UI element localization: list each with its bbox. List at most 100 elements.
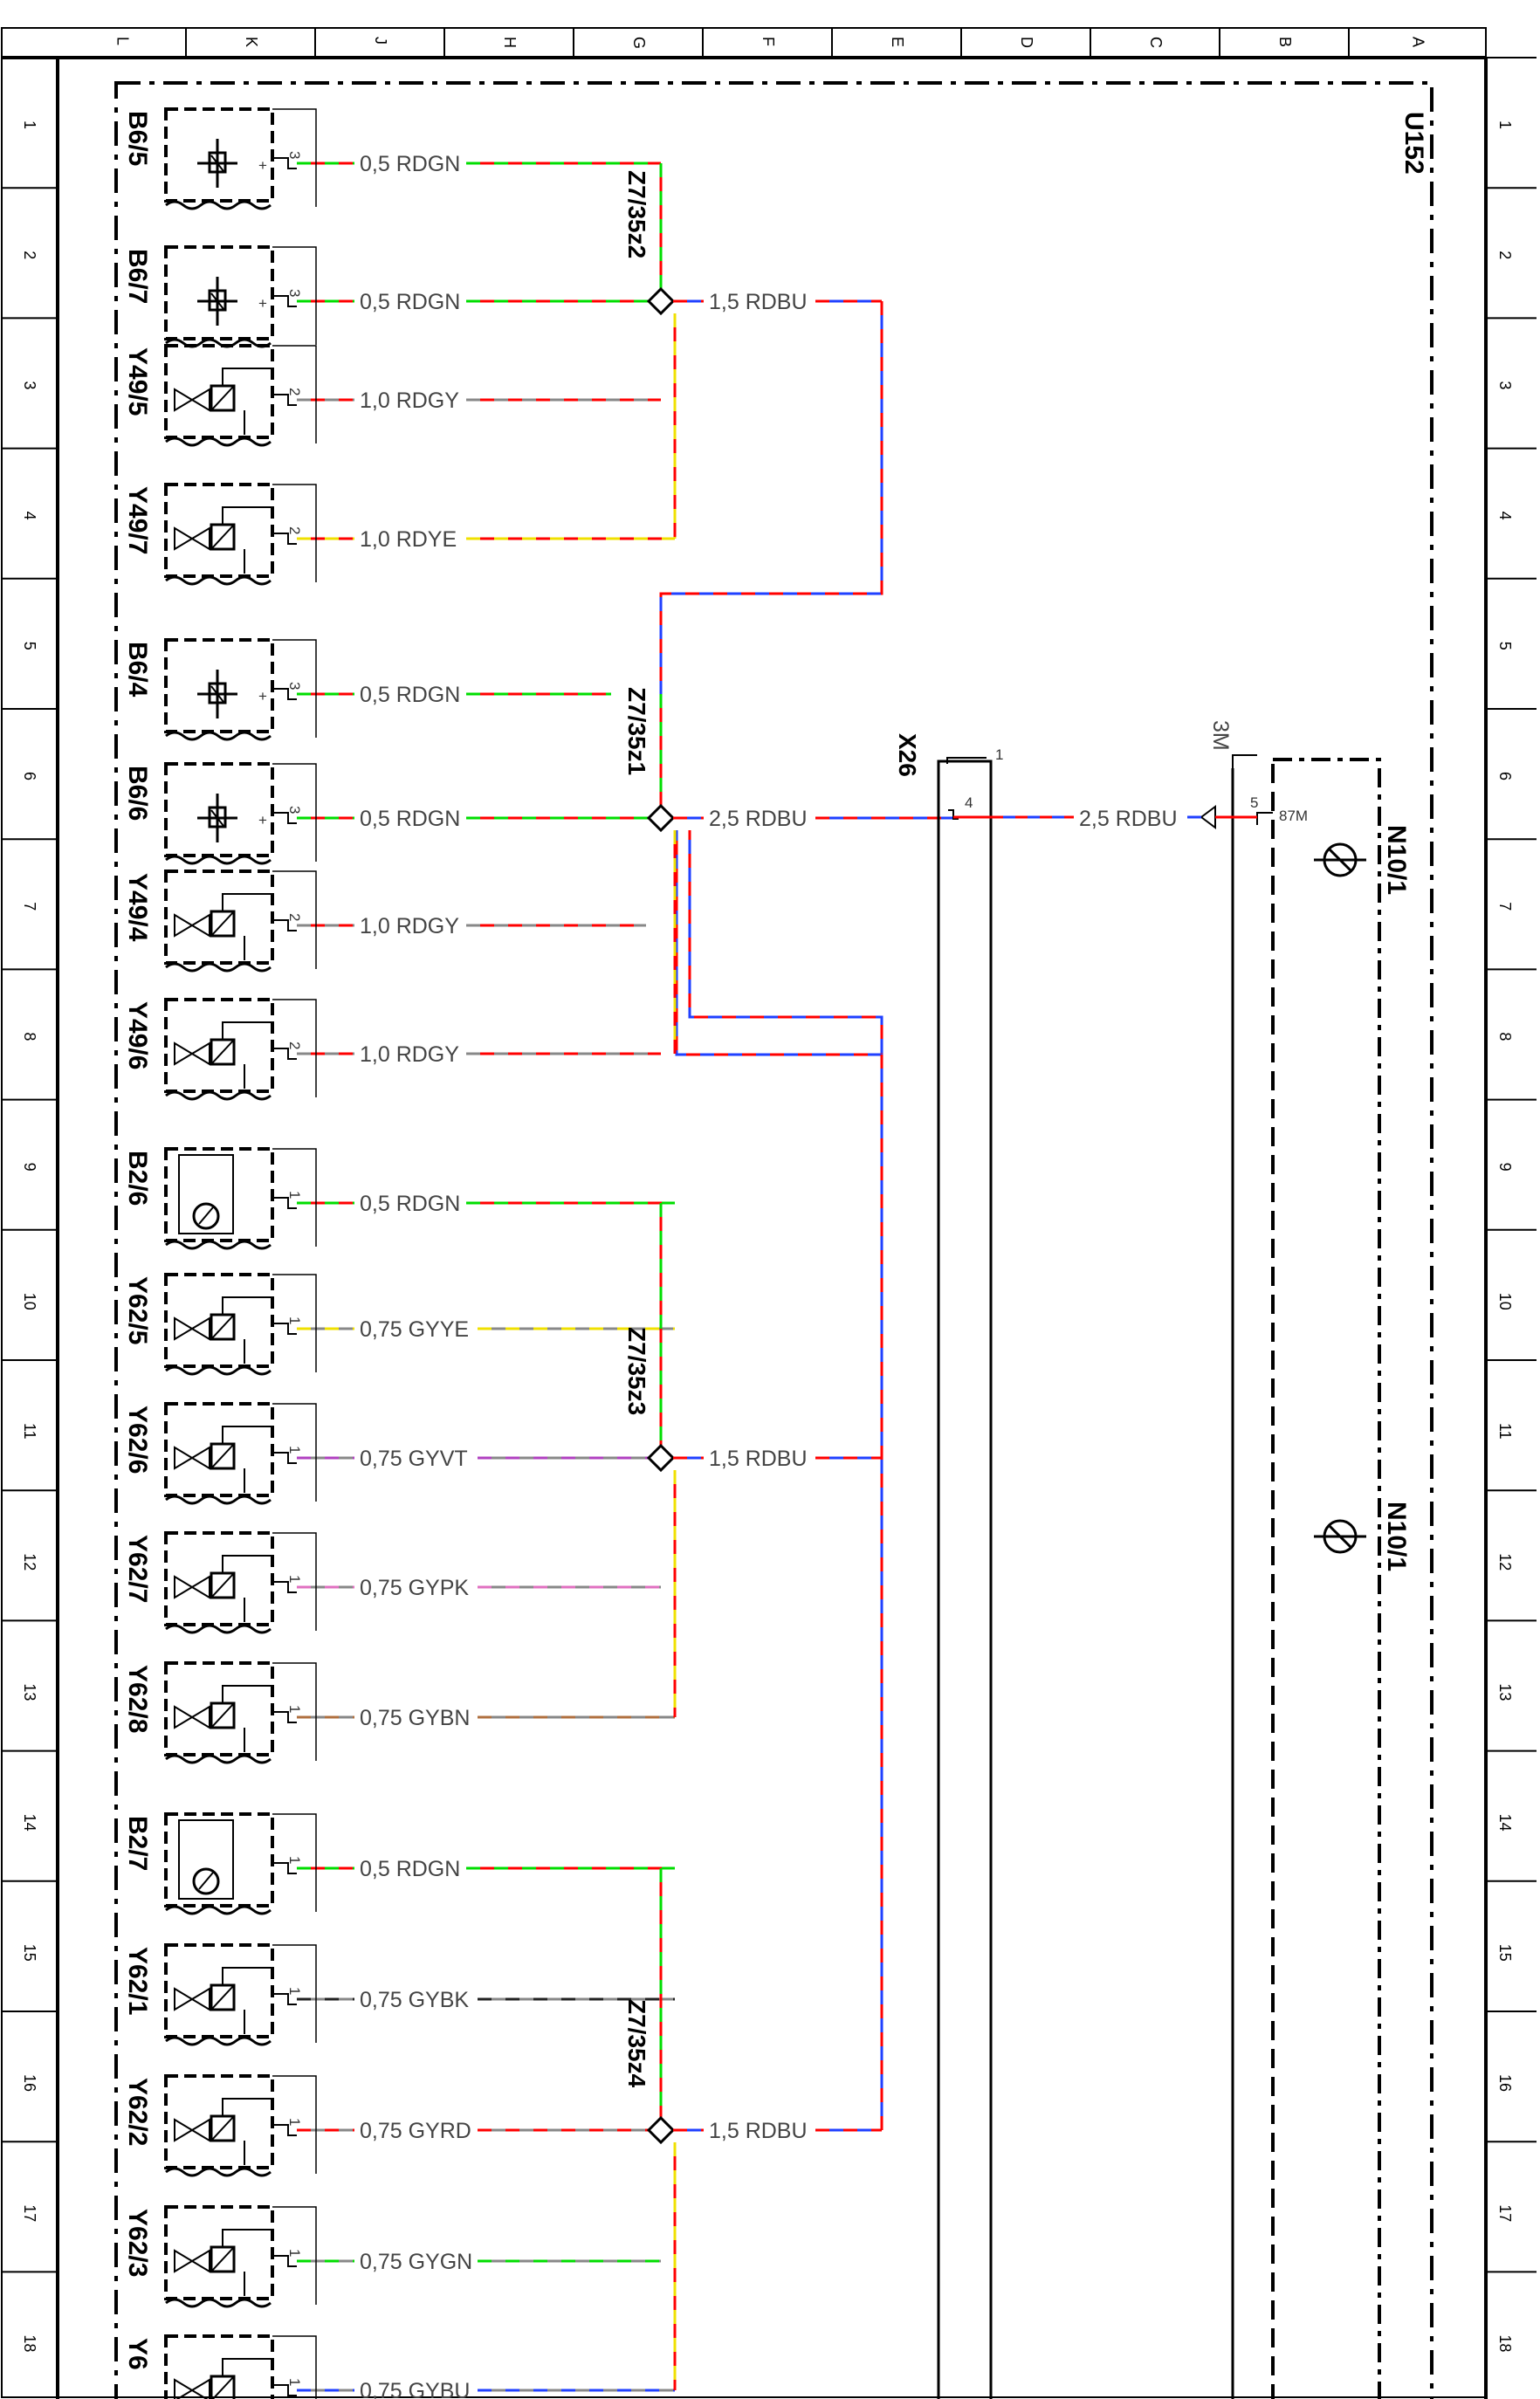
splice-out-label: 1,5 RDBU bbox=[709, 290, 808, 314]
connector-x26-label: X26 bbox=[894, 733, 921, 777]
row-label-left: 3 bbox=[21, 381, 38, 389]
component-Y6: Y6 1 bbox=[123, 2334, 317, 2399]
wire-label: 0,5 RDGN bbox=[360, 1857, 460, 1881]
ground-arrow-icon bbox=[1200, 805, 1216, 829]
valve-icon bbox=[174, 1021, 272, 1089]
splice-Z7-35z1: Z7/35z1 2,5 RDBU bbox=[623, 687, 953, 1054]
component-Y49-7: Y49/7 2 bbox=[123, 483, 317, 586]
component-pin: 1 bbox=[286, 1316, 303, 1324]
wire: 0,75 GYBN bbox=[297, 1706, 675, 1730]
component-pin: 2 bbox=[286, 526, 303, 534]
valve-icon bbox=[174, 506, 272, 574]
column-label: G bbox=[630, 37, 648, 49]
valve-icon bbox=[174, 1967, 272, 2034]
splice-node-icon bbox=[646, 2115, 676, 2145]
relay-contact-icon bbox=[1314, 842, 1366, 877]
splice-label: Z7/35z1 bbox=[623, 687, 650, 775]
wire: 0,75 GYBU bbox=[297, 2379, 675, 2399]
wire-label: 1,0 RDYE bbox=[360, 527, 457, 552]
valve-icon bbox=[174, 2358, 272, 2399]
component-pin: 3 bbox=[286, 289, 303, 297]
component-label: B6/4 bbox=[123, 642, 152, 698]
module-border-u152 bbox=[114, 81, 1433, 2399]
column-label: B bbox=[1276, 37, 1294, 47]
row-label-right: 11 bbox=[1496, 1423, 1514, 1440]
row-label-left: 9 bbox=[21, 1163, 38, 1172]
wire-label: 0,5 RDGN bbox=[360, 1192, 460, 1216]
wire-label: 1,0 RDGY bbox=[360, 388, 459, 413]
component-label: Y62/6 bbox=[123, 1406, 152, 1474]
row-label-left: 12 bbox=[21, 1553, 38, 1571]
component-label: Y49/7 bbox=[123, 486, 152, 554]
sensor-icon bbox=[197, 794, 237, 842]
component-label: Y6 bbox=[123, 2338, 152, 2370]
splice-out-label: 2,5 RDBU bbox=[709, 807, 808, 831]
wire: 0,75 GYPK bbox=[297, 1576, 661, 1600]
column-label: C bbox=[1147, 37, 1165, 48]
wire: 0,75 GYYE bbox=[297, 1317, 675, 1342]
row-label-right: 15 bbox=[1496, 1944, 1514, 1962]
splice-node-icon bbox=[646, 1443, 676, 1473]
component-label: Y62/8 bbox=[123, 1665, 152, 1733]
pressure-meter-icon bbox=[178, 1154, 234, 1234]
component-pin: 1 bbox=[286, 2378, 303, 2386]
wire-label: 0,5 RDGN bbox=[360, 152, 460, 176]
column-label: A bbox=[1410, 37, 1427, 47]
sensor-icon bbox=[197, 277, 237, 326]
splice-label: Z7/35z4 bbox=[623, 1999, 650, 2088]
wire-label: 0,75 GYYE bbox=[360, 1317, 469, 1342]
wire: 0,5 RDGN bbox=[297, 152, 661, 176]
row-label-right: 6 bbox=[1496, 772, 1514, 780]
wire-label: 0,5 RDGN bbox=[360, 683, 460, 707]
wire-label: 0,75 GYBK bbox=[360, 1988, 469, 2012]
splice-label: Z7/35z2 bbox=[623, 170, 650, 258]
valve-icon bbox=[174, 893, 272, 960]
column-label: E bbox=[889, 37, 906, 47]
wire: 0,75 GYGN bbox=[297, 2250, 661, 2274]
wire-label: 1,0 RDGY bbox=[360, 1042, 459, 1067]
row-label-right: 16 bbox=[1496, 2074, 1514, 2092]
component-label: B2/6 bbox=[123, 1151, 152, 1206]
wire: 0,5 RDGN bbox=[297, 683, 611, 707]
trunk-wire bbox=[659, 301, 883, 2130]
component-label: Y49/6 bbox=[123, 1001, 152, 1069]
valve-icon bbox=[174, 2098, 272, 2165]
pressure-meter-icon bbox=[178, 1819, 234, 1900]
sensor-icon bbox=[197, 670, 237, 718]
component-label: Y62/5 bbox=[123, 1276, 152, 1344]
splice-out-label: 1,5 RDBU bbox=[709, 2119, 808, 2143]
component-pin: 1 bbox=[286, 1987, 303, 1995]
row-label-right: 5 bbox=[1496, 642, 1514, 650]
relay-label-bottom: N10/1 bbox=[1382, 1502, 1411, 1571]
column-label: K bbox=[243, 37, 260, 47]
valve-icon bbox=[174, 368, 272, 435]
wire: 1,0 RDGY bbox=[297, 1042, 661, 1067]
component-pin: 3 bbox=[286, 682, 303, 690]
pin-polarity: + bbox=[258, 295, 267, 312]
pin-polarity: + bbox=[258, 157, 267, 174]
relay-label-top: N10/1 bbox=[1382, 825, 1411, 895]
row-label-right: 18 bbox=[1496, 2334, 1514, 2352]
valve-icon bbox=[174, 1426, 272, 1493]
component-pin: 1 bbox=[286, 1191, 303, 1199]
splice-node-icon bbox=[646, 286, 676, 316]
valve-icon bbox=[174, 1296, 272, 1364]
row-label-left: 4 bbox=[21, 512, 38, 520]
component-pin: 1 bbox=[286, 1575, 303, 1583]
row-label-left: 7 bbox=[21, 902, 38, 911]
component-Y62-5: Y62/5 1 bbox=[123, 1273, 317, 1376]
row-label-left: 15 bbox=[21, 1944, 38, 1962]
component-label: Y62/3 bbox=[123, 2209, 152, 2277]
component-label: B6/6 bbox=[123, 766, 152, 821]
wire-label: 0,75 GYPK bbox=[360, 1576, 469, 1600]
wire-label: 0,75 GYVT bbox=[360, 1447, 468, 1471]
column-label: F bbox=[760, 37, 777, 46]
